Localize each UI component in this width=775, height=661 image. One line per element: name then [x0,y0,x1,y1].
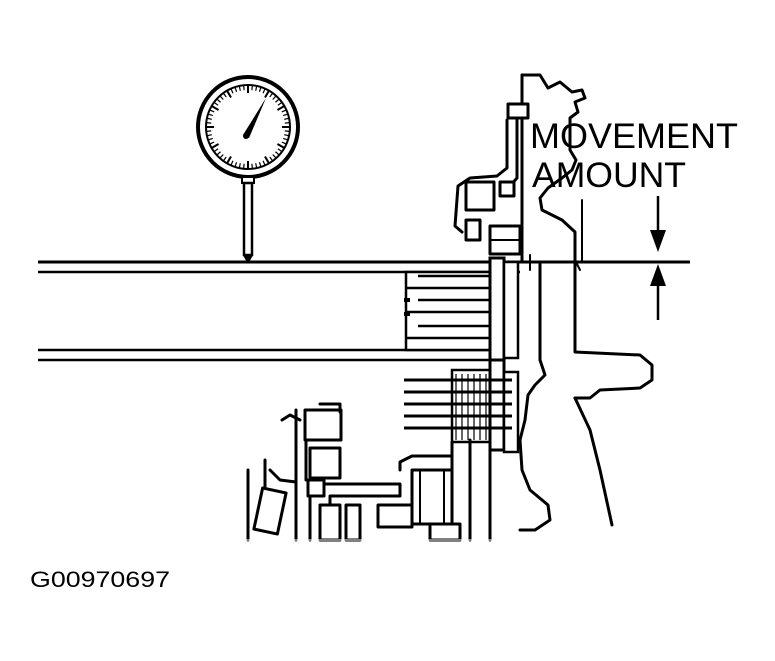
dial-tick [283,113,289,117]
dial-tick [284,117,290,120]
dial-tick [264,90,270,99]
dial-tick [209,109,215,113]
dial-tick [238,85,241,91]
dial-tick [269,156,274,162]
dial-stem [242,181,254,257]
dial-tick [206,117,212,120]
dial-tick [281,109,287,113]
dial-tick [222,92,227,98]
dial-tick [264,155,270,164]
dial-tick [284,130,290,132]
clutch-pack-upper [404,256,520,362]
dial-tick [209,141,215,145]
dial-tick [206,122,212,124]
dial-tick [275,98,280,103]
clutch-pack-lower [404,358,520,454]
shaft-lines [38,260,690,362]
dial-tick [243,85,245,91]
dial-tick [284,134,290,137]
dial-tick [230,88,234,94]
dial-tick [269,92,274,98]
dial-tick [277,148,283,153]
dial-tick [251,163,253,169]
dial-tick [238,163,241,169]
dial-tick [219,95,224,100]
dial-tick [281,141,287,145]
plate-tab [404,298,410,302]
dial-tick [243,163,245,169]
dial-tick [211,143,220,149]
dial-tick [219,154,224,159]
dial-tick [216,151,221,156]
dial-tick [272,95,277,100]
housing [518,73,654,532]
plate-tab [404,312,410,316]
movement-label-line2: AMOUNT [532,156,686,195]
dial-tick [213,148,219,153]
arrow-down-up-icon [650,196,666,320]
upper-fitting [453,102,530,256]
dial-tick [226,155,232,164]
dial-tick [213,101,219,106]
dial-tick [277,101,283,106]
dial-tick [211,105,220,111]
dial-tick [284,122,290,124]
dial-tick [262,88,266,94]
dial-tick [234,86,238,92]
dial-tick [262,160,266,166]
dial-tick [255,163,258,169]
dial-tick [276,143,285,149]
dial-tick [207,113,213,117]
dial-tick [251,85,253,91]
dial-tick [258,162,262,168]
dial-tick [230,160,234,166]
dial-tick [222,156,227,162]
dial-tick [216,98,221,103]
dial-tick [206,130,212,132]
dial-tick [255,85,258,91]
dial-needle [243,98,266,138]
dial-tick [226,90,232,99]
lower-assembly [240,402,620,542]
dial-ticks [206,85,290,169]
dial-tick [272,154,277,159]
dial-tick [207,137,213,141]
dial-tick [234,162,238,168]
dial-tick [276,105,285,111]
dial-tick [283,137,289,141]
dial-tick [206,134,212,137]
dial-gauge-icon [196,75,300,265]
dial-tick [275,151,280,156]
dial-tick [258,86,262,92]
figure-code: G00970697 [30,567,170,592]
movement-label-line1: MOVEMENT [530,117,738,156]
